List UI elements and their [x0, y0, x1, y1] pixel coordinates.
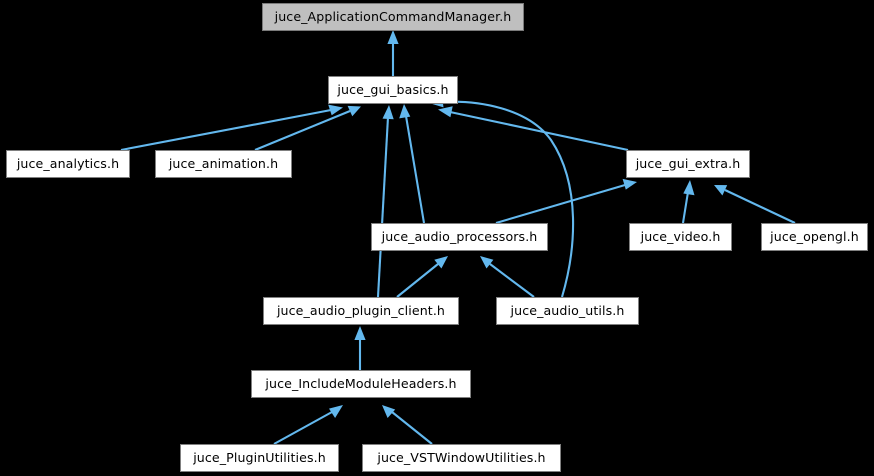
node-juce-application-command-manager[interactable]: juce_ApplicationCommandManager.h: [262, 3, 524, 31]
node-juce-audio-utils[interactable]: juce_audio_utils.h: [496, 297, 639, 325]
node-juce-gui-extra[interactable]: juce_gui_extra.h: [626, 150, 750, 178]
edge-gui-basics-to-application-command-manager: [387, 30, 399, 76]
edge-audio-utils-to-audio-processors: [480, 256, 535, 298]
edge-audio-utils-to-gui-basics: [429, 96, 575, 298]
node-juce-include-module-headers[interactable]: juce_IncludeModuleHeaders.h: [251, 370, 471, 398]
edge-opengl-to-gui-extra: [714, 185, 796, 224]
node-juce-gui-basics[interactable]: juce_gui_basics.h: [328, 76, 458, 104]
node-juce-plugin-utilities[interactable]: juce_PluginUtilities.h: [180, 444, 339, 472]
edge-audio-processors-to-gui-basics: [399, 104, 426, 224]
node-juce-analytics[interactable]: juce_analytics.h: [6, 150, 130, 178]
node-juce-audio-plugin-client[interactable]: juce_audio_plugin_client.h: [263, 297, 459, 325]
node-juce-audio-processors[interactable]: juce_audio_processors.h: [371, 223, 548, 251]
edge-vst-window-utilities-to-include-module-headers: [382, 405, 433, 445]
edge-video-to-gui-extra: [681, 180, 695, 224]
node-juce-vst-window-utilities[interactable]: juce_VSTWindowUtilities.h: [362, 444, 561, 472]
edge-analytics-to-gui-basics: [120, 104, 343, 152]
edge-audio-plugin-client-to-gui-basics: [376, 105, 394, 298]
edge-plugin-utilities-to-include-module-headers: [273, 405, 343, 445]
edge-audio-plugin-client-to-audio-processors: [396, 256, 448, 298]
edge-include-module-headers-to-audio-plugin-client: [354, 326, 366, 370]
node-juce-animation[interactable]: juce_animation.h: [155, 150, 292, 178]
node-juce-opengl[interactable]: juce_opengl.h: [761, 223, 868, 251]
edge-gui-extra-to-gui-basics: [438, 106, 629, 152]
edge-audio-processors-to-gui-extra: [495, 178, 637, 225]
edge-animation-to-gui-basics: [254, 105, 361, 151]
node-juce-video[interactable]: juce_video.h: [629, 223, 732, 251]
